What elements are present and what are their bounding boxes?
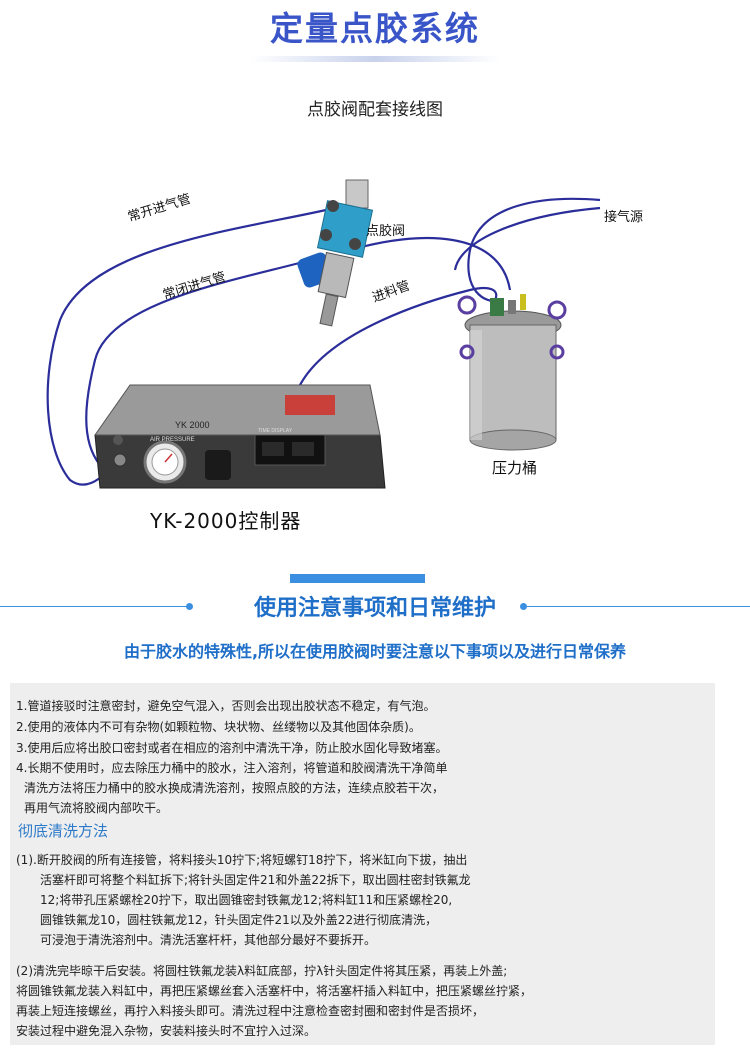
label-pressure-tank: 压力桶 xyxy=(492,459,538,477)
section-intro: 由于胶水的特殊性,所以在使用胶阀时要注意以下事项以及进行日常保养 xyxy=(123,642,627,661)
normally-open-pipe xyxy=(46,206,336,486)
method-step2-line: (2)清洗完毕晾干后安装。将圆柱铁氟龙装λ料缸底部，拧λ针头固定件将其压紧，再装… xyxy=(16,964,508,978)
title-underline xyxy=(250,56,500,62)
method-step1-line: 12;将带孔压紧螺栓20拧下，取出圆锥密封铁氟龙12;将料缸11和压紧螺栓20, xyxy=(40,893,453,907)
wiring-diagram: YK 2000 AIR PRESSURE TIME DISPLAY xyxy=(46,179,601,489)
section-dot-left xyxy=(186,603,193,610)
section-title: 使用注意事项和日常维护 xyxy=(0,590,750,622)
air-source-pipe xyxy=(467,197,601,302)
note-item: 4.长期不使用时，应去除压力桶中的胶水，注入溶剂，将管道和胶阀清洗干净简单 xyxy=(16,761,448,775)
page-title: 定量点胶系统 xyxy=(270,9,480,48)
diagram-subtitle: 点胶阀配套接线图 xyxy=(307,100,443,120)
note-item: 2.使用的液体内不可有杂物(如颗粒物、块状物、丝缕物以及其他固体杂质)。 xyxy=(16,720,421,734)
notes-panel xyxy=(10,683,715,1045)
air-source-pipe-2 xyxy=(453,206,601,271)
method-step1-line: 圆锥铁氟龙10，圆柱铁氟龙12，针头固定件21以及外盖22进行彻底清洗， xyxy=(40,913,438,927)
feed-pipe xyxy=(349,237,512,291)
label-air-source: 接气源 xyxy=(604,210,644,225)
wires xyxy=(46,197,601,486)
note-item: 再用气流将胶阀内部吹干。 xyxy=(24,801,169,815)
note-item: 清洗方法将压力桶中的胶水换成清洗溶剂，按照点胶的方法，连续点胶若干次， xyxy=(24,781,445,795)
method-title: 彻底清洗方法 xyxy=(18,822,109,840)
method-step1-line: 活塞杆即可将整个料缸拆下;将针头固定件21和外盖22拆下，取出圆柱密封铁氟龙 xyxy=(40,873,471,887)
note-item: 3.使用后应将出胶口密封或者在相应的溶剂中清洗干净，防止胶水固化导致堵塞。 xyxy=(16,741,448,755)
controller-device: YK 2000 AIR PRESSURE TIME DISPLAY xyxy=(94,384,386,489)
method-step2-line: 将圆锥铁氟龙装入料缸中，再把压紧螺丝套入活塞杆中，将活塞杆插入料缸中，把压紧螺丝… xyxy=(16,984,533,998)
normally-closed-pipe xyxy=(85,256,319,466)
section-dot-right xyxy=(520,603,527,610)
method-step2-line: 再装上短连接螺丝，再拧入料接头即可。清洗过程中注意检查密封圈和密封件是否损坏， xyxy=(16,1004,485,1018)
pressure-tank xyxy=(457,294,567,451)
time-display-text: TIME DISPLAY xyxy=(258,428,293,434)
dispensing-valve xyxy=(297,179,374,327)
note-item: 1.管道接驳时注意密封，避免空气混入，否则会出现出胶状态不稳定，有气泡。 xyxy=(16,699,436,713)
section-line-left xyxy=(0,606,190,607)
label-controller: YK-2000控制器 xyxy=(150,509,302,533)
controller-model-text: YK 2000 xyxy=(175,420,210,430)
controller-to-tank-pipe xyxy=(299,286,498,386)
air-pressure-text: AIR PRESSURE xyxy=(150,437,195,443)
label-valve: 点胶阀 xyxy=(366,224,406,239)
method-step1-line: (1).断开胶阀的所有连接管，将料接头10拧下;将短螺钉18拧下，将米缸向下拔，… xyxy=(16,853,468,867)
method-step1-line: 可浸泡于清洗溶剂中。清洗活塞杆杆，其他部分最好不要拆开。 xyxy=(40,933,377,947)
section-accent-bar xyxy=(290,574,425,583)
section-line-right xyxy=(523,606,750,607)
method-step2-line: 安装过程中避免混入杂物，安装料接头时不宜拧入过深。 xyxy=(16,1024,317,1038)
